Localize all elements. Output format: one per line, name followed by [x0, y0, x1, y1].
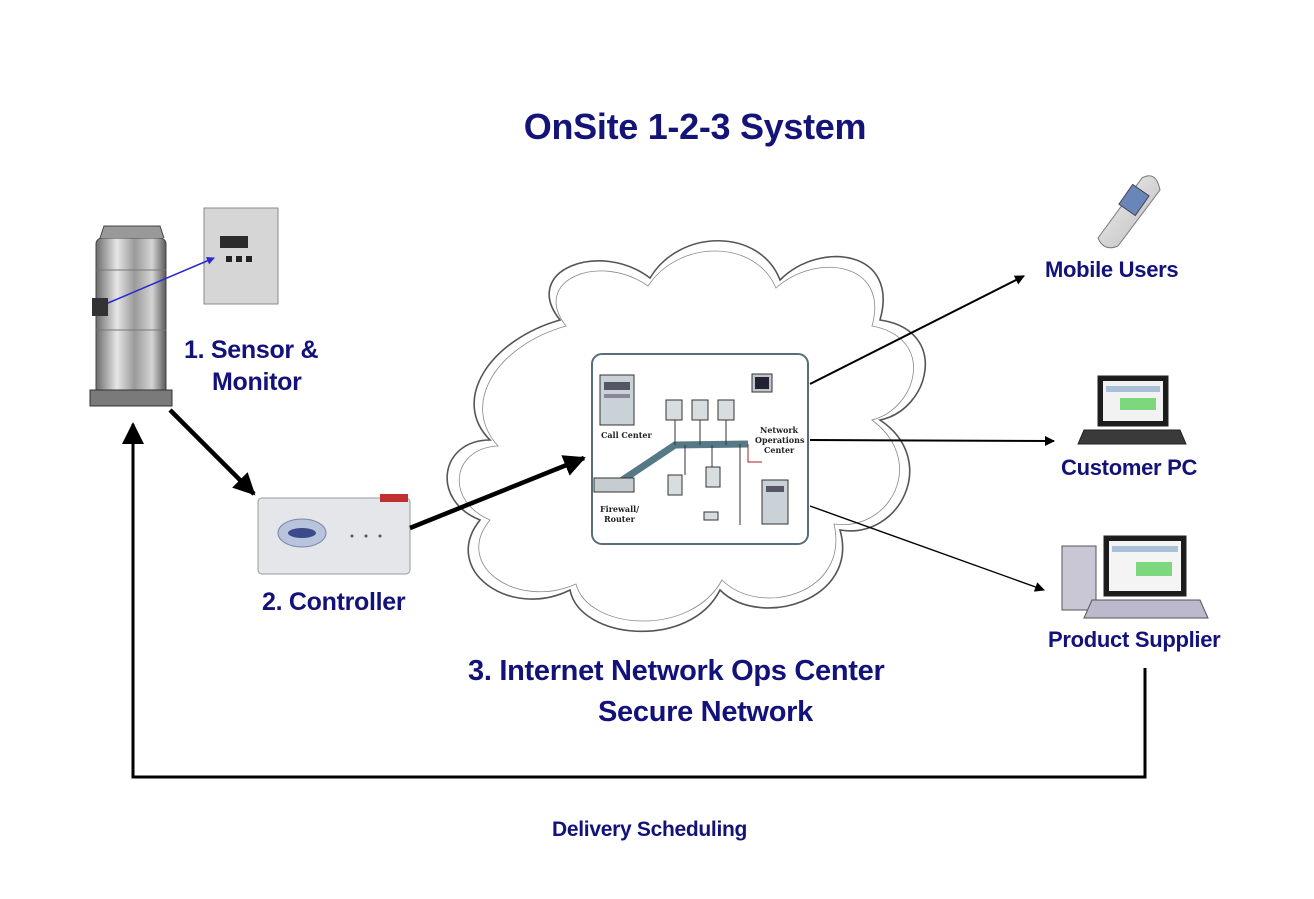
- sensor-label-line1: 1. Sensor &: [184, 336, 319, 364]
- noc-label-3: Center: [764, 445, 795, 455]
- noc-label-2: Operations: [755, 435, 805, 445]
- noc-label-1: Network: [760, 425, 799, 435]
- network-label-line2: Secure Network: [598, 696, 813, 728]
- arrow-network-to-mobile: [809, 275, 1025, 385]
- desktop-pc-icon: [1061, 535, 1209, 619]
- firewall-label-1: Firewall/: [600, 504, 639, 514]
- monitor-device-image: [203, 207, 279, 305]
- controller-device-image: [257, 494, 411, 575]
- arrow-sensor-to-controller: [168, 408, 256, 496]
- cryogenic-tank-image: [89, 225, 173, 407]
- delivery-scheduling-label: Delivery Scheduling: [552, 818, 748, 841]
- feedback-loop-arrow: [122, 422, 1147, 779]
- sensor-link-line: [107, 257, 215, 304]
- firewall-label-2: Router: [604, 514, 636, 524]
- network-label-line1: 3. Internet Network Ops Center: [468, 655, 885, 687]
- diagram-title: OnSite 1-2-3 System: [523, 106, 867, 147]
- arrow-controller-to-network: [409, 455, 586, 531]
- network-ops-diagram: Call Center Network Operations Center Fi…: [591, 353, 809, 545]
- controller-label: 2. Controller: [262, 588, 406, 616]
- laptop-icon: [1077, 375, 1187, 445]
- customer-pc-label: Customer PC: [1061, 455, 1198, 480]
- call-center-label: Call Center: [601, 430, 652, 440]
- mobile-phone-icon: [1097, 175, 1161, 249]
- mobile-users-label: Mobile Users: [1045, 257, 1179, 282]
- product-supplier-label: Product Supplier: [1048, 627, 1221, 652]
- arrow-network-to-supplier: [809, 505, 1045, 592]
- sensor-label-line2: Monitor: [212, 368, 302, 396]
- arrow-network-to-pc: [809, 435, 1055, 446]
